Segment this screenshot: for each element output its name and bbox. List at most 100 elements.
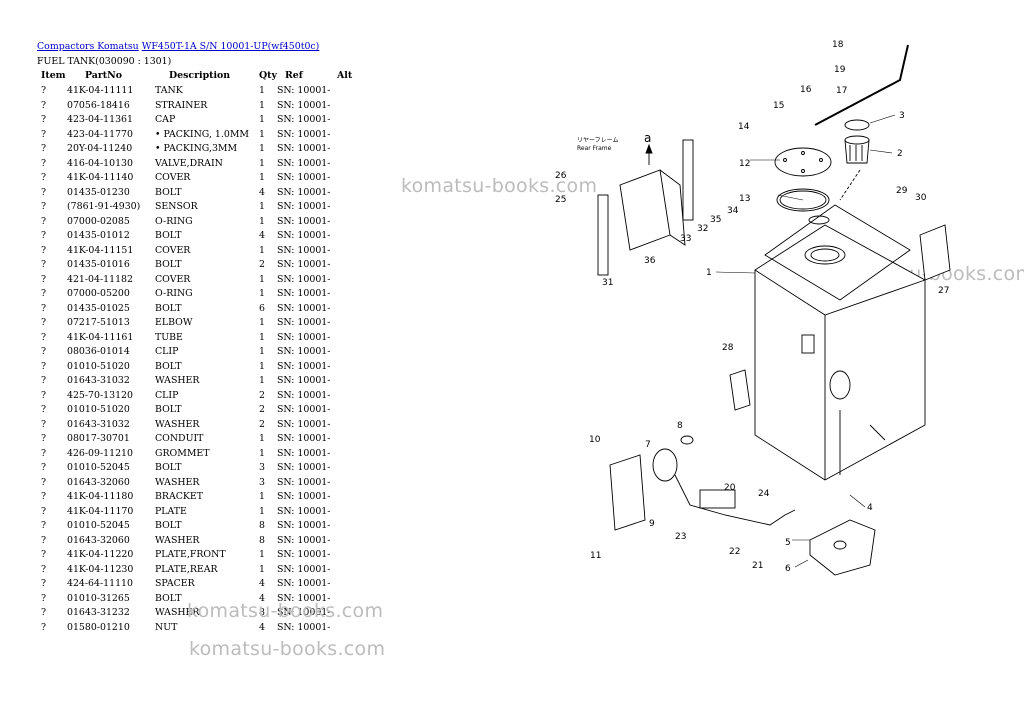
cell-qty: 1 [259, 172, 265, 183]
cell-ref: SN: 10001- [277, 259, 331, 270]
cell-partno: 41K-04-11140 [67, 172, 134, 183]
callout-25: 25 [555, 195, 566, 205]
cell-partno: 41K-04-11230 [67, 563, 134, 575]
cell-alt [337, 534, 357, 549]
cell-partno: 01435-01230 [67, 186, 130, 198]
cell-item: ? [41, 186, 47, 198]
cell-ref: SN: 10001- [277, 273, 331, 285]
callout-13: 13 [739, 194, 750, 204]
cell-partno: 423-04-11770 [67, 128, 133, 140]
cell-alt [337, 418, 357, 433]
cell-item: ? [41, 404, 47, 415]
cell-alt [337, 157, 357, 172]
cell-partno: 41K-04-11220 [67, 549, 134, 560]
callout-10: 10 [589, 435, 601, 445]
cell-description: WASHER [155, 418, 200, 430]
cell-description: COVER [155, 172, 191, 183]
header-ref: Ref [285, 70, 303, 82]
cell-qty: 4 [259, 621, 265, 633]
cell-item: ? [41, 157, 47, 169]
callout-5: 5 [785, 538, 791, 548]
callout-4: 4 [867, 503, 873, 513]
arrow-label-a: a [644, 131, 651, 145]
cell-description: COVER [155, 244, 191, 256]
cell-alt [337, 403, 357, 418]
cell-ref: SN: 10001- [277, 592, 331, 604]
cell-partno: 07000-05200 [67, 288, 130, 299]
cell-qty: 1 [259, 317, 265, 328]
cell-item: ? [41, 230, 47, 241]
cell-alt [337, 171, 357, 186]
cell-ref: SN: 10001- [277, 302, 331, 314]
callout-30: 30 [915, 193, 927, 203]
cell-description: WASHER [155, 607, 200, 618]
cell-description: COVER [155, 273, 191, 285]
cell-ref: SN: 10001- [277, 433, 331, 444]
cell-partno: 424-64-11110 [67, 578, 133, 589]
header-partno: PartNo [85, 70, 122, 82]
cell-description: ELBOW [155, 317, 193, 328]
cell-ref: SN: 10001- [277, 360, 331, 372]
cell-partno: 01435-01016 [67, 259, 130, 270]
cell-item: ? [41, 244, 47, 256]
cell-ref: SN: 10001- [277, 186, 331, 198]
cell-ref: SN: 10001- [277, 85, 331, 96]
parts-table: Item PartNo Description Qty Ref Alt ?41K… [37, 69, 357, 635]
cell-description: WASHER [155, 534, 200, 546]
cell-partno: 01010-52045 [67, 520, 130, 531]
cell-description: WASHER [155, 375, 200, 386]
callout-2: 2 [897, 149, 903, 159]
callout-21: 21 [752, 561, 763, 571]
callout-33: 33 [680, 234, 691, 244]
callout-22: 22 [729, 547, 740, 557]
cell-alt [337, 621, 357, 636]
cell-alt [337, 215, 357, 230]
callout-32: 32 [697, 224, 708, 234]
cell-qty: 2 [259, 259, 265, 270]
watermark-1: komatsu-books.com [401, 175, 598, 197]
cell-partno: (7861-91-4930) [67, 201, 141, 212]
callout-6: 6 [785, 564, 791, 574]
breadcrumb-link-model[interactable]: WF450T-1A S/N 10001-UP(wf450t0c) [141, 41, 320, 52]
cell-ref: SN: 10001- [277, 549, 331, 560]
cell-partno: 20Y-04-11240 [67, 143, 133, 154]
cell-item: ? [41, 114, 47, 125]
cell-qty: 1 [259, 505, 265, 517]
cell-alt [337, 461, 357, 476]
breadcrumb-link-category[interactable]: Compactors Komatsu [37, 41, 139, 52]
cell-description: PLATE,FRONT [155, 549, 226, 560]
cell-alt [337, 84, 357, 99]
cell-partno: 01643-32060 [67, 476, 130, 488]
cell-ref: SN: 10001- [277, 621, 331, 633]
cell-partno: 01643-32060 [67, 534, 130, 546]
cell-alt [337, 331, 357, 346]
cell-ref: SN: 10001- [277, 317, 331, 328]
cell-alt [337, 128, 357, 143]
cell-partno: 416-04-10130 [67, 157, 133, 169]
cell-partno: 41K-04-11161 [67, 331, 134, 343]
cell-item: ? [41, 99, 47, 111]
cell-description: GROMMET [155, 447, 210, 459]
cell-qty: 1 [259, 157, 265, 169]
cell-partno: 08036-01014 [67, 346, 130, 357]
cell-ref: SN: 10001- [277, 607, 331, 618]
callout-26: 26 [555, 171, 567, 181]
cell-description: • PACKING,3MM [155, 143, 238, 154]
cell-alt [337, 432, 357, 447]
watermark-3: komatsu-books.com [187, 600, 384, 622]
cell-qty: 1 [259, 433, 265, 444]
header-qty: Qty [259, 70, 277, 82]
cell-alt [337, 287, 357, 302]
cell-alt [337, 99, 357, 114]
